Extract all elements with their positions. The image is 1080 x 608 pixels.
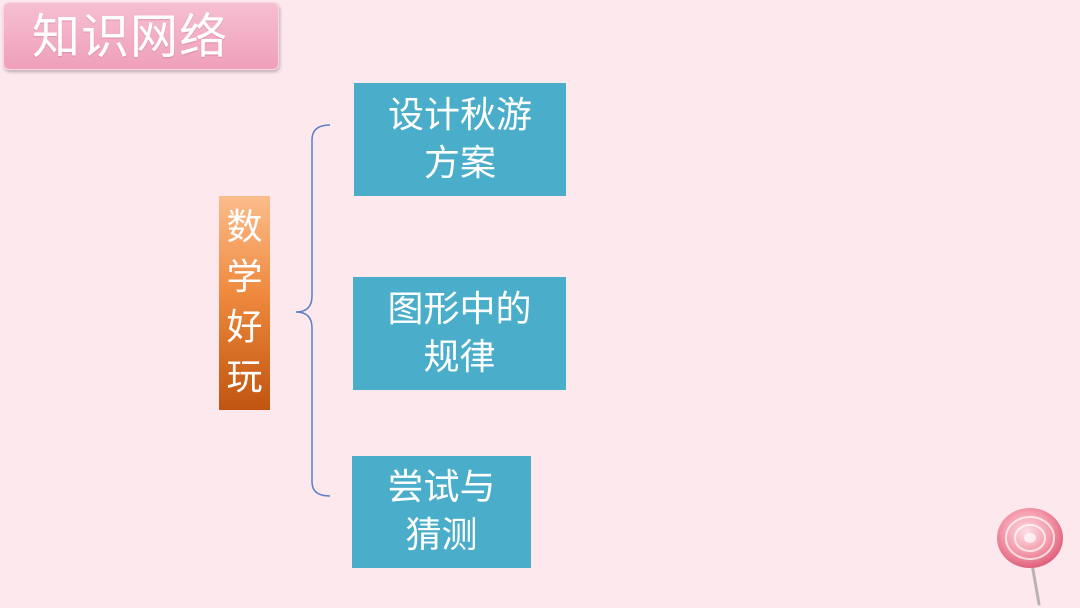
branch-3-line-1: 尝试与 xyxy=(387,467,496,508)
branch-node-try-and-guess: 尝试与 猜测 xyxy=(352,456,531,568)
root-node-math-fun: 数 学 好 玩 xyxy=(219,196,270,410)
title-badge: 知识网络 xyxy=(3,2,279,70)
branch-3-line-2: 猜测 xyxy=(405,515,478,556)
page-title: 知识网络 xyxy=(32,9,229,65)
root-char-2: 学 xyxy=(226,257,263,298)
root-char-1: 数 xyxy=(226,207,263,248)
branch-node-autumn-trip-plan: 设计秋游 方案 xyxy=(354,83,566,196)
branch-2-line-1: 图形中的 xyxy=(387,288,532,330)
branch-2-line-2: 规律 xyxy=(423,336,496,378)
root-char-4: 玩 xyxy=(226,357,263,398)
root-char-3: 好 xyxy=(226,307,263,348)
lollipop-icon xyxy=(997,508,1063,606)
brace-connector xyxy=(295,124,331,497)
branch-1-line-1: 设计秋游 xyxy=(387,94,532,136)
branch-node-shape-patterns: 图形中的 规律 xyxy=(353,277,566,390)
branch-1-line-2: 方案 xyxy=(423,142,496,184)
